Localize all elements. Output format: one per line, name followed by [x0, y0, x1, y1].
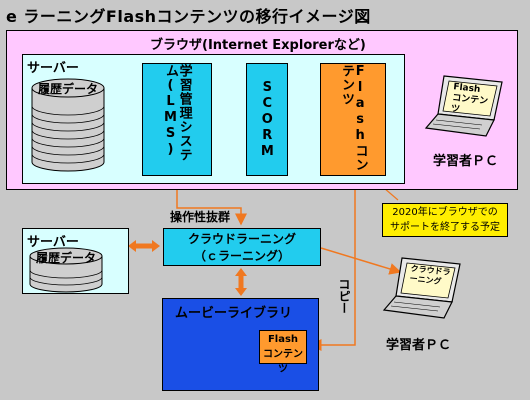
laptop-icon — [382, 257, 461, 319]
pc-bottom-screen-text: クラウドラーニング — [409, 263, 451, 287]
ops-label: 操作性抜群 — [170, 210, 231, 224]
lms-box: 学習管理システム(LMS) — [142, 63, 212, 176]
arrow-server-cloud — [128, 240, 160, 252]
laptop-icon — [424, 75, 503, 137]
db-bottom-label: 履歴データ — [36, 251, 97, 265]
pc-bottom-label: 学習者ＰＣ — [386, 338, 452, 353]
flash-content-box: Flashコンテンツ — [320, 63, 386, 176]
lms-label: 学習管理システム(LMS) — [163, 64, 192, 162]
cloud-line-2: （ｃラーニング） — [193, 249, 290, 263]
pc-top-label: 学習者ＰＣ — [433, 154, 499, 169]
db-top-label: 履歴データ — [38, 82, 99, 96]
server-top-label: サーバー — [27, 61, 79, 76]
movie-library-label: ムービーライブラリ — [175, 306, 293, 321]
browser-label: ブラウザ(Internet Explorerなど) — [150, 38, 366, 53]
note-line-1: 2020年にブラウザでの — [392, 207, 498, 218]
line-cloud-to-pc — [320, 247, 402, 275]
line-copy — [309, 176, 356, 351]
scorm-label: SCORM — [259, 79, 275, 160]
flash-copy-line-1: Flash — [267, 334, 299, 345]
flash-content-copy-box: Flash コンテンツ — [259, 330, 307, 375]
support-end-note: 2020年にブラウザでの サポートを終了する予定 — [382, 203, 508, 237]
scorm-box: SCORM — [246, 63, 288, 176]
flash-content-label: Flashコンテンツ — [339, 64, 368, 172]
cloud-line-1: クラウドラーニング — [187, 232, 296, 246]
database-icon — [29, 247, 103, 293]
flash-copy-line-2: コンテンツ — [263, 349, 303, 375]
database-icon — [31, 78, 105, 172]
page-title: e ラーニングFlashコンテンツの移行イメージ図 — [6, 7, 371, 26]
server-bottom-label: サーバー — [27, 235, 79, 250]
arrow-cloud-library — [235, 268, 247, 296]
copy-label: コピー — [337, 278, 351, 314]
pc-top-screen-text: Flashコンテンツ — [450, 82, 489, 115]
cloud-learning-box: クラウドラーニング （ｃラーニング） — [163, 228, 321, 266]
note-line-2: サポートを終了する予定 — [390, 222, 500, 233]
line-lms-to-cloud — [176, 176, 247, 226]
